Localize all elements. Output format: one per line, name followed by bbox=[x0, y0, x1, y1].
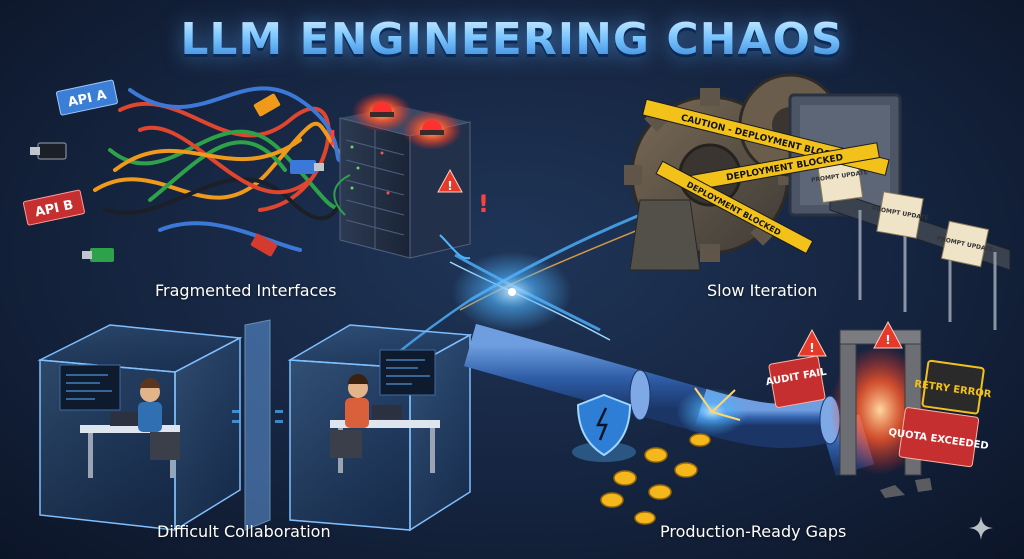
quota-exceeded-sign: QUOTA EXCEEDED bbox=[888, 407, 989, 468]
svg-text:!: ! bbox=[447, 179, 452, 193]
svg-text:!: ! bbox=[478, 190, 489, 218]
prompt-update-scroll: PROMPT UPDATE PROMPT UPDATE PROMPT UPDAT… bbox=[811, 156, 994, 268]
caption-difficult-collaboration: Difficult Collaboration bbox=[157, 522, 331, 541]
energy-streams bbox=[394, 213, 651, 356]
svg-text:!: ! bbox=[885, 333, 890, 347]
conveyor-icon: PROMPT UPDATE PROMPT UPDATE PROMPT UPDAT… bbox=[811, 156, 1011, 330]
api-b-label: API B bbox=[22, 189, 85, 226]
server-rack-icon: ! ! ! bbox=[328, 92, 489, 260]
retry-error-sign: RETRY ERROR bbox=[914, 359, 992, 415]
cable-tangle-icon bbox=[30, 86, 372, 262]
shield-icon bbox=[572, 393, 636, 462]
warning-icon: ! ! bbox=[797, 320, 903, 357]
audit-fail-sign: AUDIT FAIL bbox=[765, 355, 828, 408]
coin-icon bbox=[600, 433, 711, 525]
svg-text:!: ! bbox=[809, 341, 814, 355]
page-title: LLM ENGINEERING CHAOS bbox=[0, 14, 1024, 65]
svg-text:!: ! bbox=[328, 126, 337, 150]
api-a-label: API A bbox=[55, 79, 118, 116]
cubicle-icon bbox=[37, 319, 473, 532]
sparkle-icon bbox=[969, 516, 993, 540]
caption-fragmented-interfaces: Fragmented Interfaces bbox=[155, 281, 337, 300]
caption-production-ready-gaps: Production-Ready Gaps bbox=[660, 522, 847, 541]
caption-slow-iteration: Slow Iteration bbox=[707, 281, 818, 300]
